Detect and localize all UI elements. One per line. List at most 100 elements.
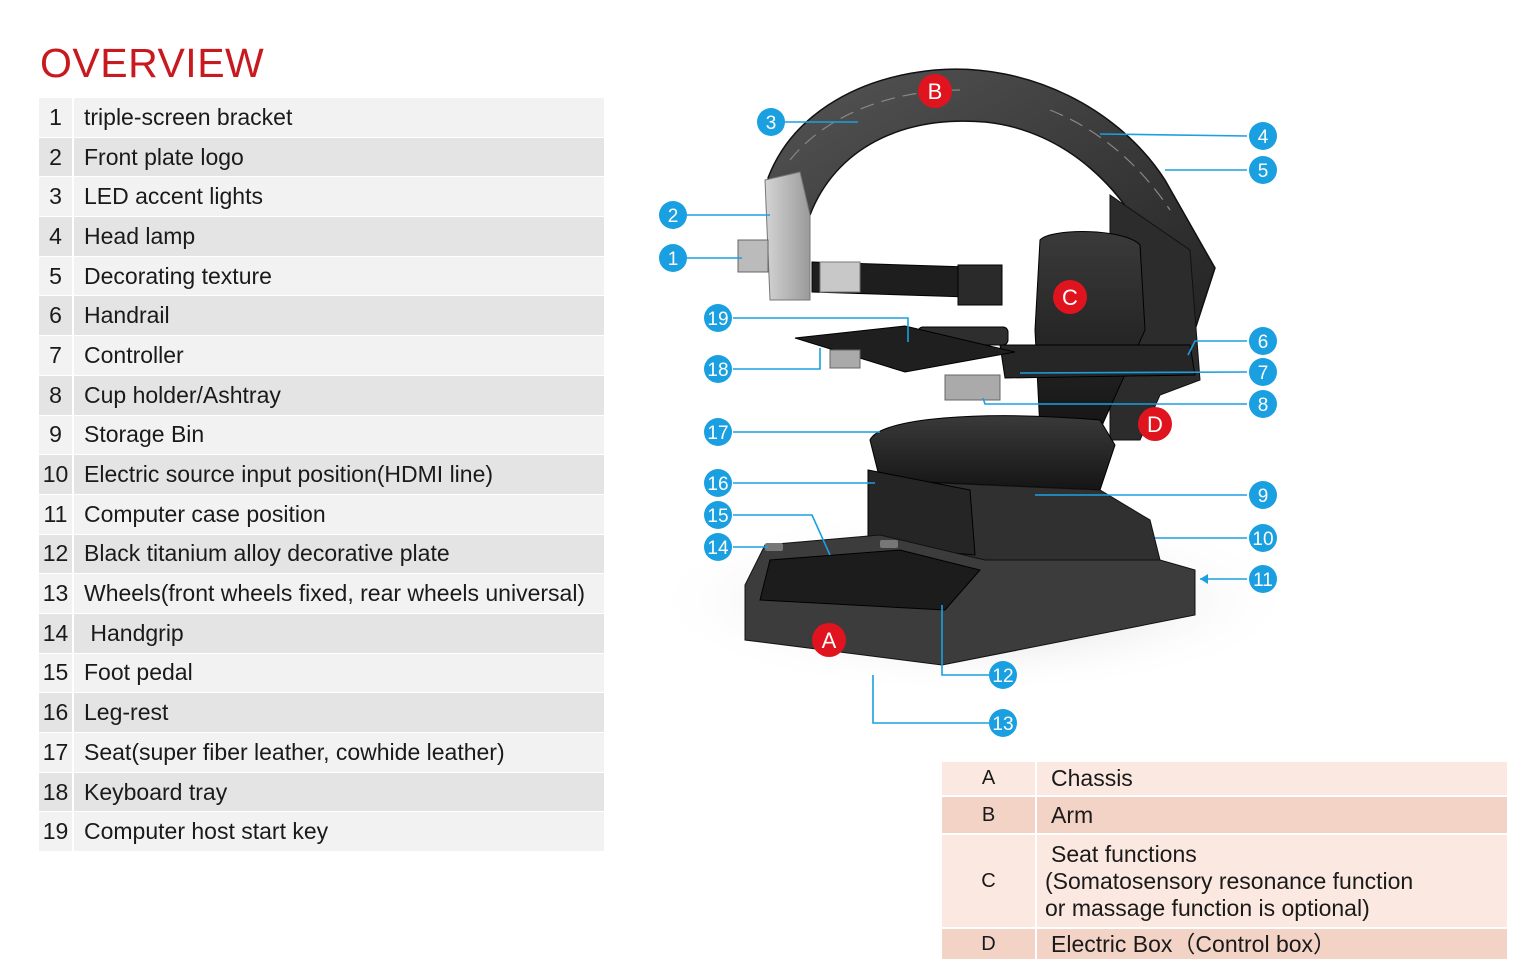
callout-1: 1 [659,244,687,272]
legend-description: Chassis [1037,762,1507,797]
part-label: triple-screen bracket [74,98,604,138]
part-number: 6 [39,296,74,337]
callout-bubble [659,244,687,272]
callout-3: 3 [757,108,785,136]
callout-number: 2 [668,206,679,227]
legend-key: C [942,835,1037,929]
part-label: Handgrip [74,613,604,654]
part-label: Storage Bin [74,415,604,456]
foot-pedal-area [759,549,981,611]
marker-letter: A [822,628,837,653]
legend-description: Electric Box（Control box） [1037,929,1507,961]
handgrip-right [880,540,898,548]
legend-description: Arm [1037,797,1507,835]
part-number: 14 [39,613,74,654]
keyboard-tray [794,325,1016,373]
section-marker-d: D [1138,407,1172,441]
part-number: 13 [39,574,74,614]
part-number: 16 [39,693,74,733]
part-label: Cup holder/Ashtray [74,375,604,416]
part-number: 19 [39,812,74,853]
legend-description-line: Arm [1051,801,1094,828]
callout-bubble [989,709,1017,737]
seat-cushion [869,415,1116,491]
callout-6: 6 [1249,327,1277,355]
callout-bubble [1249,156,1277,184]
part-label: Seat(super fiber leather, cowhide leathe… [74,733,604,773]
callout-bubble [1249,524,1277,552]
callout-bubble [757,108,785,136]
part-label: Controller [74,336,604,376]
marker-letter: D [1147,412,1163,437]
section-marker-c: C [1053,280,1087,314]
callout-bubble [659,201,687,229]
legend-description-line: Electric Box（Control box） [1051,930,1337,957]
part-number: 15 [39,653,74,694]
callout-13: 13 [989,709,1017,737]
parts-row: 14 Handgrip [39,613,604,654]
callout-9: 9 [1249,481,1277,509]
part-label: Foot pedal [74,653,604,694]
leg-rest [867,469,976,556]
callout-16: 16 [704,469,732,497]
part-label: Decorating texture [74,256,604,297]
callout-5: 5 [1249,156,1277,184]
callout-17: 17 [704,418,732,446]
callout-bubble [1249,358,1277,386]
callout-number: 12 [992,666,1013,687]
part-label: Electric source input position(HDMI line… [74,455,604,495]
callout-bubble [989,661,1017,689]
callout-bubble [704,469,732,497]
callout-11: 11 [1249,565,1277,593]
callout-number: 13 [992,714,1013,735]
callout-18: 18 [704,355,732,383]
legend-key: B [942,797,1037,835]
part-number: 5 [39,256,74,297]
callout-2: 2 [659,201,687,229]
part-label: Handrail [74,296,604,337]
front-plate [764,171,811,301]
callout-number: 5 [1258,161,1269,182]
callout-number: 6 [1258,332,1269,353]
callout-bubble [1249,481,1277,509]
part-number: 4 [39,217,74,257]
arm-end-mount [957,264,1003,306]
marker-bubble [1138,407,1172,441]
callout-number: 19 [707,309,728,330]
callout-7: 7 [1249,358,1277,386]
legend-key: A [942,762,1037,797]
callout-number: 1 [668,249,679,270]
leader-lines [687,121,1248,724]
part-label: Wheels(front wheels fixed, rear wheels u… [74,574,604,614]
part-label: Computer case position [74,494,604,535]
part-label: Computer host start key [74,812,604,853]
part-number: 2 [39,137,74,178]
part-number: 3 [39,177,74,218]
part-number: 9 [39,415,74,456]
callout-bubble [1249,390,1277,418]
legend-description-line: (Somatosensory resonance function [1045,867,1414,894]
callout-number: 14 [707,538,729,559]
callout-number: 7 [1258,363,1269,384]
part-number: 17 [39,733,74,773]
section-marker-b: B [918,74,952,108]
callout-bubble [704,533,732,561]
part-label: LED accent lights [74,177,604,218]
legend-description-line: or massage function is optional) [1045,894,1370,921]
